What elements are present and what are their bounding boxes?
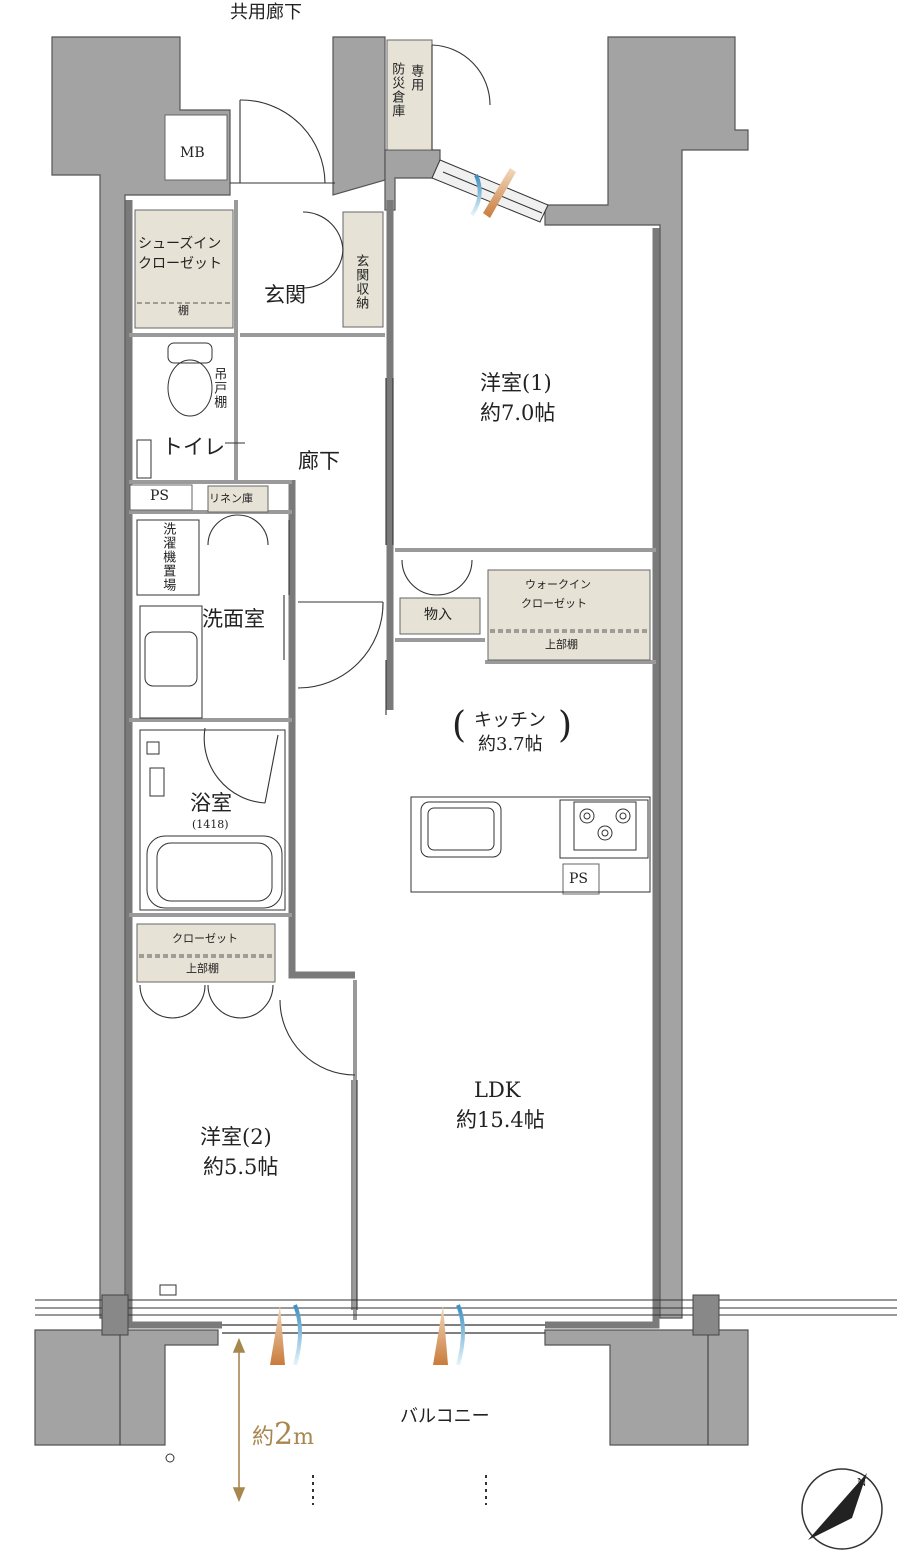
- kitchen-counter: [410, 796, 651, 893]
- depth-dimension: [232, 1337, 246, 1503]
- depth-label: 約2m: [252, 1416, 314, 1454]
- bedroom2-closet: [136, 923, 276, 983]
- disaster-storage: [386, 39, 433, 151]
- north-arrow-icon: [801, 1468, 883, 1550]
- room1-size-label: 約7.0帖: [480, 401, 556, 425]
- stove-icon: [573, 801, 637, 851]
- laundry-pan: [136, 519, 200, 596]
- rail-post-right: [692, 1294, 720, 1336]
- washroom-label: 洗面室: [202, 607, 265, 631]
- hallway-label: 廊下: [298, 449, 340, 473]
- kitchen-bracket-left: (: [452, 705, 467, 746]
- ldk-size-label: 約15.4帖: [456, 1108, 545, 1132]
- mb-label: MB: [180, 145, 205, 161]
- walkin-label-2: クローゼット: [521, 597, 587, 610]
- toilet-icon: [136, 342, 213, 479]
- ps-box-kitchen: [562, 863, 600, 895]
- closet-label: クローゼット: [172, 932, 238, 945]
- storage-areas: [134, 39, 651, 983]
- linen-label: リネン庫: [209, 492, 253, 505]
- depth-number: 2: [274, 1417, 294, 1452]
- linen-storage: [207, 485, 269, 513]
- ps-label-2: PS: [569, 871, 589, 887]
- depth-unit: m: [293, 1425, 314, 1450]
- doors: [139, 44, 491, 1310]
- bath-label: 浴室: [190, 791, 232, 815]
- balcony-label: バルコニー: [400, 1406, 490, 1427]
- corridor-label: 共用廊下: [230, 2, 302, 23]
- walkin-closet: [487, 569, 651, 661]
- balcony-railing: [35, 1299, 897, 1445]
- laundry-label: 洗濯機置場: [160, 522, 176, 592]
- entrance-label: 玄関: [264, 283, 306, 307]
- shelf-label: 棚: [178, 304, 189, 317]
- entrance-storage: [342, 211, 384, 328]
- bath-size-label: (1418): [192, 818, 229, 831]
- interior-walls: [125, 200, 660, 1329]
- toilet-label: トイレ: [162, 435, 225, 459]
- kitchen-bracket-right: ): [558, 705, 573, 746]
- walkin-label-1: ウォークイン: [525, 578, 591, 591]
- room2-label: 洋室(2): [200, 1125, 272, 1149]
- storage-label: 物入: [424, 607, 452, 623]
- window-top: [431, 159, 549, 223]
- kitchen-label: キッチン: [474, 710, 546, 731]
- ldk-label: LDK: [474, 1078, 521, 1102]
- dedicated-label: 専用: [408, 64, 424, 92]
- ps-box-left: [129, 484, 193, 511]
- shelf-lines: [137, 302, 648, 958]
- hanging-shelf-label: 吊戸棚: [211, 367, 227, 409]
- disaster-store-label: 防災倉庫: [389, 62, 405, 118]
- upper-shelf-label-room2: 上部棚: [186, 962, 219, 975]
- room2-size-label: 約5.5帖: [203, 1155, 279, 1179]
- balcony-sash: [222, 1324, 545, 1334]
- north-label: N: [857, 1476, 867, 1489]
- vanity: [139, 605, 203, 719]
- mb-box: [164, 114, 228, 181]
- outdoor-unit: [159, 1284, 177, 1296]
- shoe-closet: [134, 209, 234, 329]
- rail-post-left: [101, 1294, 129, 1336]
- sink-icon: [420, 801, 502, 858]
- storage-closet: [399, 597, 481, 635]
- upper-shelf-label-walkin: 上部棚: [545, 638, 578, 651]
- ventilation-icon: [270, 168, 516, 1366]
- entrance-storage-label: 玄関収納: [353, 254, 369, 310]
- ps-label-1: PS: [150, 488, 170, 504]
- room1-label: 洋室(1): [480, 371, 552, 395]
- depth-prefix: 約: [252, 1425, 275, 1450]
- drain: [165, 1453, 175, 1463]
- kitchen-size-label: 約3.7帖: [478, 734, 543, 755]
- shoe-closet-label-1: シューズイン: [138, 236, 222, 252]
- bathtub-icon: [139, 729, 286, 911]
- shoe-closet-label-2: クローゼット: [138, 256, 222, 272]
